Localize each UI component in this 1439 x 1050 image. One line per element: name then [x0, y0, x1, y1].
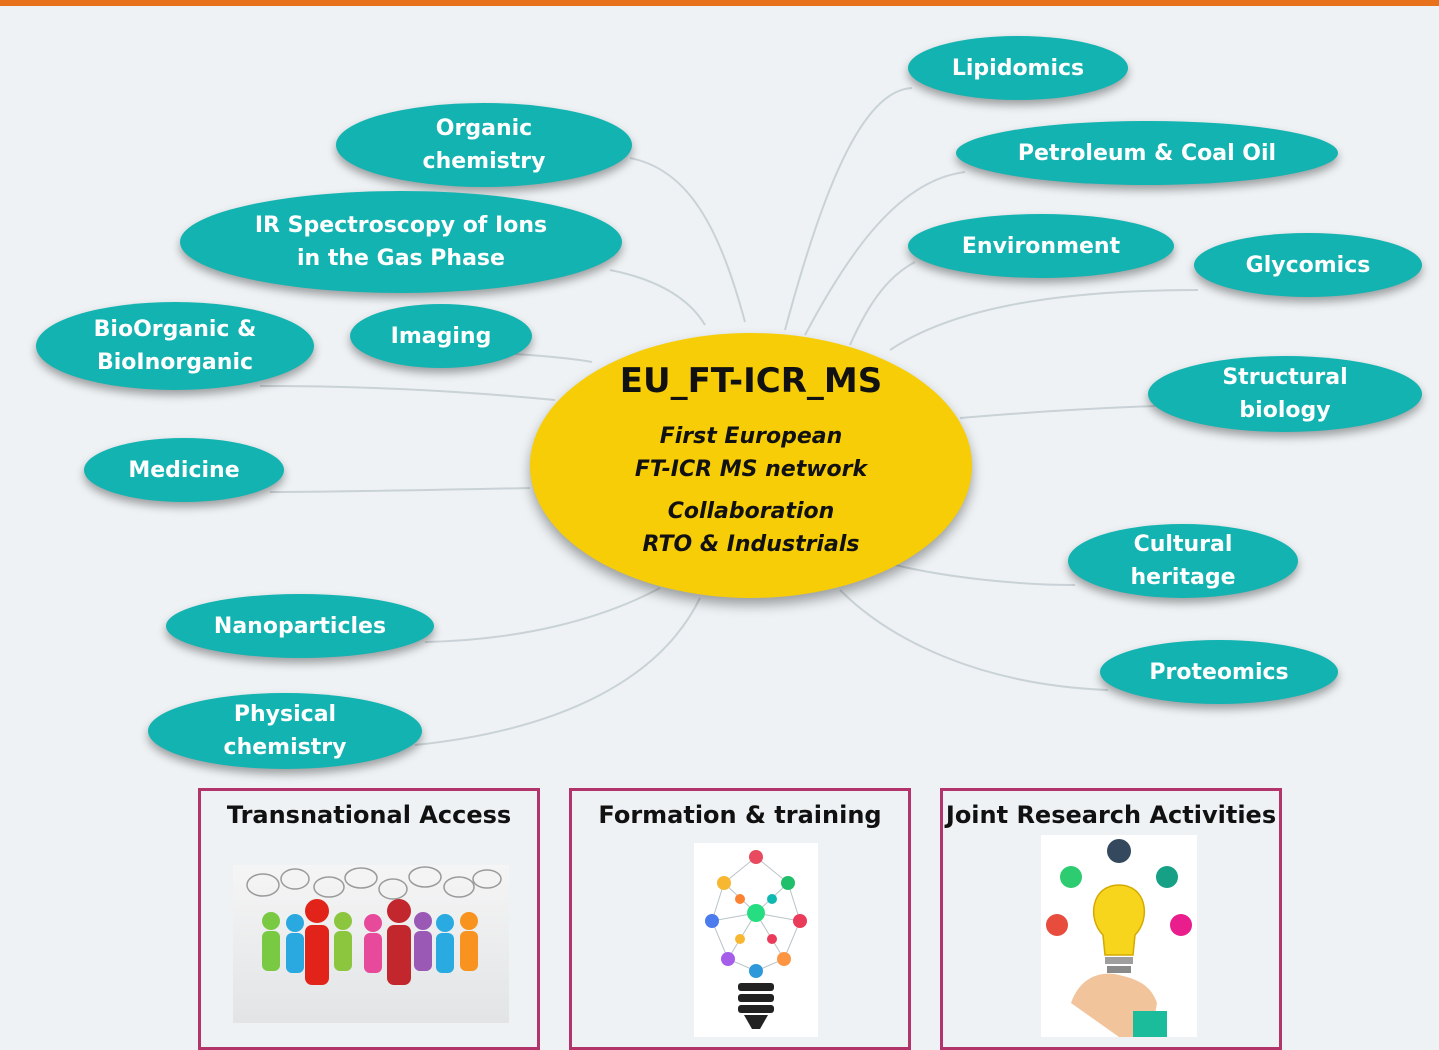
node-organic-chemistry[interactable]: Organic chemistry	[336, 103, 632, 187]
hub-subtitle-network: First European FT-ICR MS network	[634, 424, 868, 482]
node-bioorganic[interactable]: BioOrganic & BioInorganic	[36, 302, 314, 390]
panel-title: Joint Research Activities	[945, 801, 1277, 829]
node-lipidomics[interactable]: Lipidomics	[908, 36, 1128, 100]
connector-bioorganic	[259, 385, 556, 401]
connector-petroleum	[804, 171, 966, 336]
panel-transnational-access: Transnational Access	[198, 788, 540, 1050]
node-label: Imaging	[390, 323, 492, 349]
people-group-icon	[233, 865, 509, 1023]
connector-structural-biology	[959, 405, 1156, 419]
node-label: Environment	[961, 233, 1121, 259]
hand-lightbulb-icon	[1041, 835, 1197, 1037]
hub-title: EU_FT-ICR_MS	[619, 361, 883, 401]
node-imaging[interactable]: Imaging	[350, 304, 532, 368]
panel-title: Transnational Access	[226, 801, 512, 829]
node-label: IR Spectroscopy of Ions in the Gas Phase	[254, 213, 548, 271]
central-hub: EU_FT-ICR_MS First European FT-ICR MS ne…	[530, 333, 972, 598]
panel-title: Formation & training	[598, 801, 882, 829]
panel-formation-training: Formation & training	[569, 788, 911, 1050]
panel-joint-research: Joint Research Activities	[940, 788, 1282, 1050]
connector-cultural-heritage	[894, 564, 1076, 586]
top-accent-bar	[0, 0, 1439, 6]
connector-lipidomics	[784, 87, 913, 331]
node-label: Proteomics	[1149, 659, 1289, 685]
node-label: Structural biology	[1222, 365, 1348, 423]
node-label: Lipidomics	[951, 55, 1085, 81]
connector-glycomics	[889, 289, 1199, 351]
connector-physical-chemistry	[414, 597, 701, 746]
node-structural-biology[interactable]: Structural biology	[1148, 356, 1422, 432]
node-proteomics[interactable]: Proteomics	[1100, 640, 1338, 704]
node-label: Medicine	[128, 457, 240, 483]
node-medicine[interactable]: Medicine	[84, 438, 284, 502]
node-nanoparticles[interactable]: Nanoparticles	[166, 594, 434, 658]
node-label: Physical chemistry	[223, 702, 347, 760]
connector-organic-chemistry	[629, 157, 746, 323]
node-label: Cultural heritage	[1130, 532, 1236, 590]
node-petroleum[interactable]: Petroleum & Coal Oil	[956, 121, 1338, 185]
node-label: Nanoparticles	[213, 613, 387, 639]
node-label: Petroleum & Coal Oil	[1017, 140, 1277, 166]
hub-subtitle-collaboration: Collaboration RTO & Industrials	[642, 499, 860, 557]
node-ir-spectroscopy[interactable]: IR Spectroscopy of Ions in the Gas Phase	[180, 191, 622, 293]
node-environment[interactable]: Environment	[908, 214, 1174, 278]
node-label: Glycomics	[1245, 252, 1371, 278]
node-glycomics[interactable]: Glycomics	[1194, 233, 1422, 297]
connector-ir-spectroscopy	[609, 269, 706, 326]
connector-environment	[849, 261, 916, 346]
connector-nanoparticles	[424, 587, 661, 643]
node-physical-chemistry[interactable]: Physical chemistry	[148, 693, 422, 769]
node-label: BioOrganic & BioInorganic	[93, 317, 257, 375]
connector-proteomics	[839, 589, 1109, 691]
lightbulb-network-icon	[694, 843, 818, 1037]
connector-medicine	[269, 487, 531, 493]
connector-imaging	[514, 353, 593, 363]
node-cultural-heritage[interactable]: Cultural heritage	[1068, 524, 1298, 598]
node-label: Organic chemistry	[422, 116, 546, 174]
